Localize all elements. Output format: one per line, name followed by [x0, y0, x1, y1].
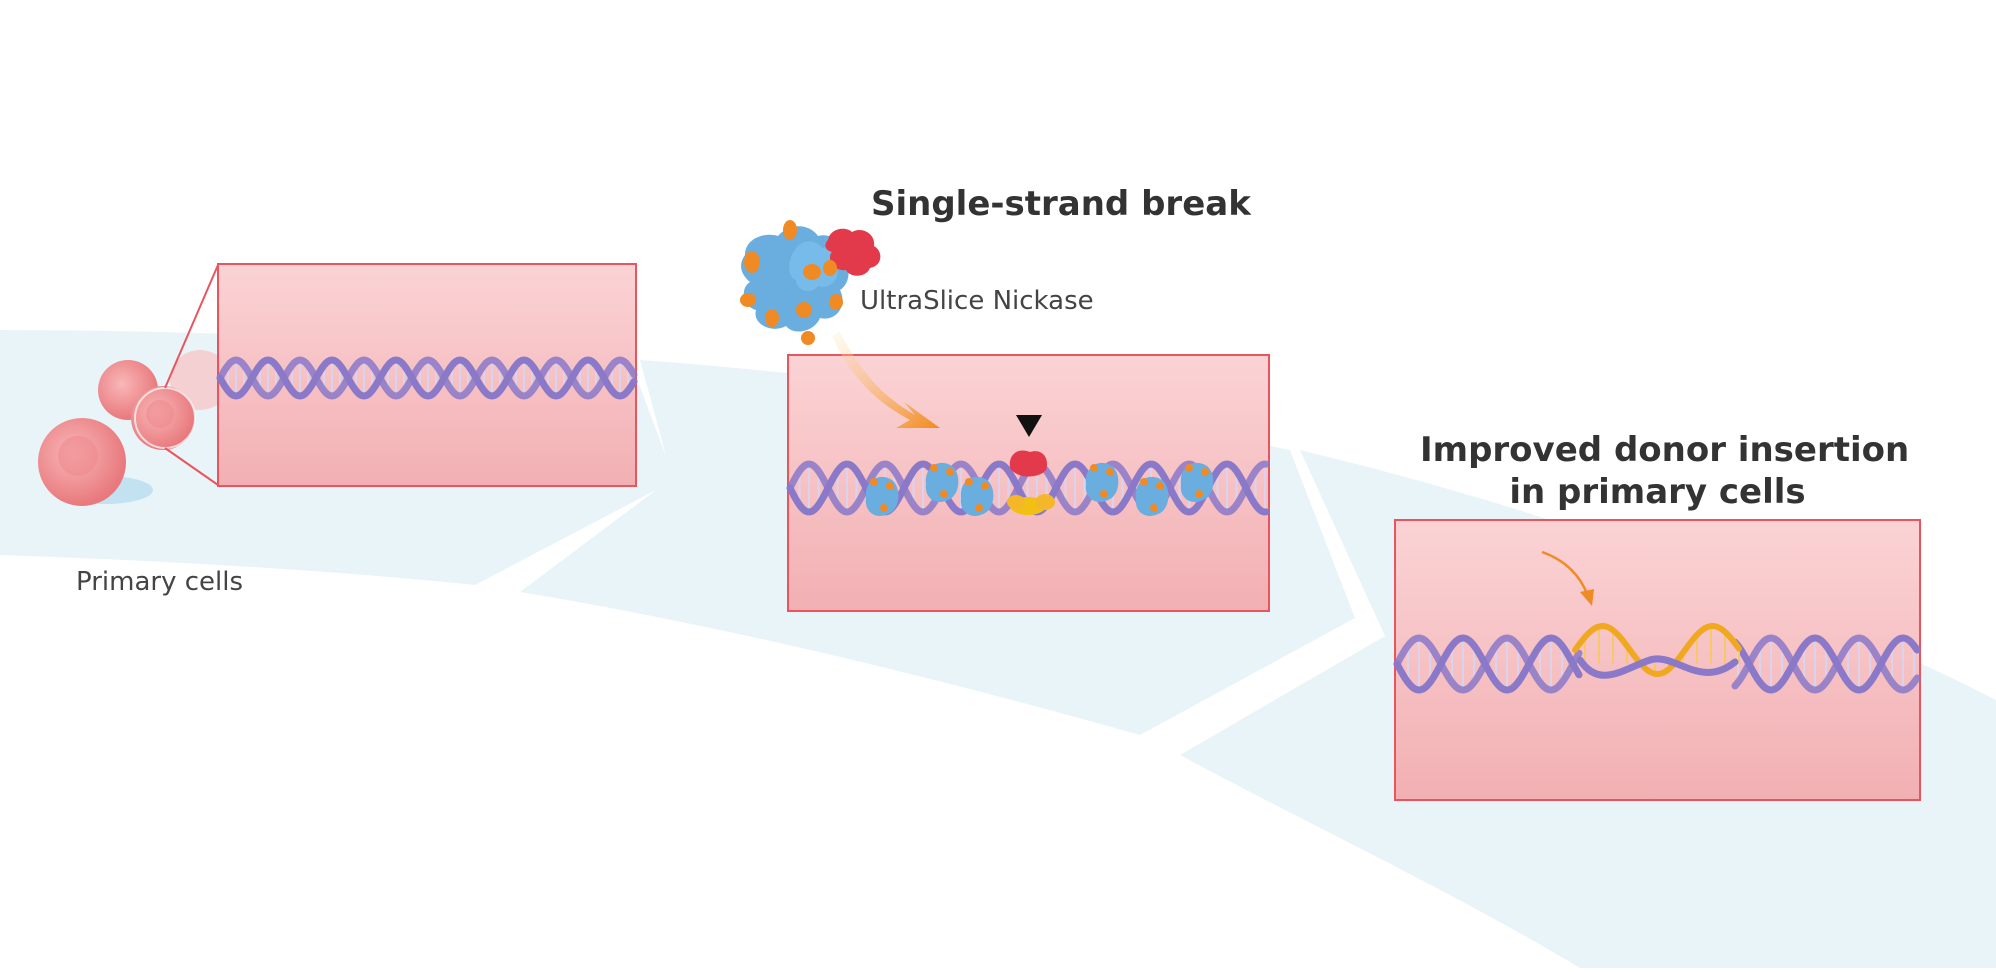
- nick-complex: [1007, 450, 1055, 515]
- bound-nickase-domain: [886, 482, 894, 490]
- cell-nucleus: [146, 400, 174, 428]
- bound-nickase-domain: [1090, 464, 1098, 472]
- bound-nickase-domain: [975, 504, 983, 512]
- donor-dna: [1572, 623, 1742, 679]
- dna-strand: [1576, 655, 1739, 679]
- nickase-arrow: [832, 332, 940, 428]
- bound-nickase-domain: [1100, 490, 1108, 498]
- bound-nickase-domain: [880, 504, 888, 512]
- donor-arrow: [1541, 550, 1590, 597]
- dna-helix-1: [216, 356, 638, 400]
- bound-nickase-domain: [1140, 478, 1148, 486]
- donor-strand: [1572, 623, 1742, 677]
- zoom-line-top: [164, 264, 219, 389]
- bound-nickase-domain: [940, 490, 948, 498]
- bound-nickase-domain: [946, 468, 954, 476]
- zoom-line-bottom: [164, 447, 219, 486]
- dna-strand: [1731, 634, 1921, 694]
- single-strand-break-title: Single-strand break: [871, 184, 1251, 224]
- bound-nickase-domain: [1156, 482, 1164, 490]
- cell-nucleus: [58, 436, 98, 476]
- dna-strand: [1393, 634, 1583, 694]
- bound-nickase-domain: [1106, 468, 1114, 476]
- dna-strand: [216, 356, 638, 400]
- cut-site-marker: [1016, 415, 1042, 437]
- dna-helix-3: [1393, 634, 1921, 694]
- improved-donor-line-1: Improved donor insertion: [1420, 430, 1910, 470]
- bound-proteins: [865, 462, 1214, 517]
- bound-nickase-domain: [1185, 464, 1193, 472]
- bound-nickase-domain: [981, 482, 989, 490]
- bound-nickase-domain: [930, 464, 938, 472]
- primary-cells-group: [38, 264, 230, 506]
- ultraslice-nickase-icon: [740, 220, 881, 345]
- dna-strand: [1393, 634, 1583, 694]
- primary-cells-label: Primary cells: [76, 567, 244, 597]
- bound-nickase-domain: [1150, 504, 1158, 512]
- bound-nickase-domain: [1195, 490, 1203, 498]
- improved-donor-line-2: in primary cells: [1509, 472, 1806, 512]
- bound-nickase-domain: [965, 478, 973, 486]
- dna-strand: [1731, 634, 1921, 694]
- dna-strand: [216, 356, 638, 400]
- bound-nickase-domain: [870, 478, 878, 486]
- donor-arrowhead: [1580, 589, 1594, 606]
- improved-donor-title: Improved donor insertion in primary cell…: [1420, 430, 1910, 512]
- bound-nickase-domain: [1201, 468, 1209, 476]
- nickase-label: UltraSlice Nickase: [860, 286, 1094, 316]
